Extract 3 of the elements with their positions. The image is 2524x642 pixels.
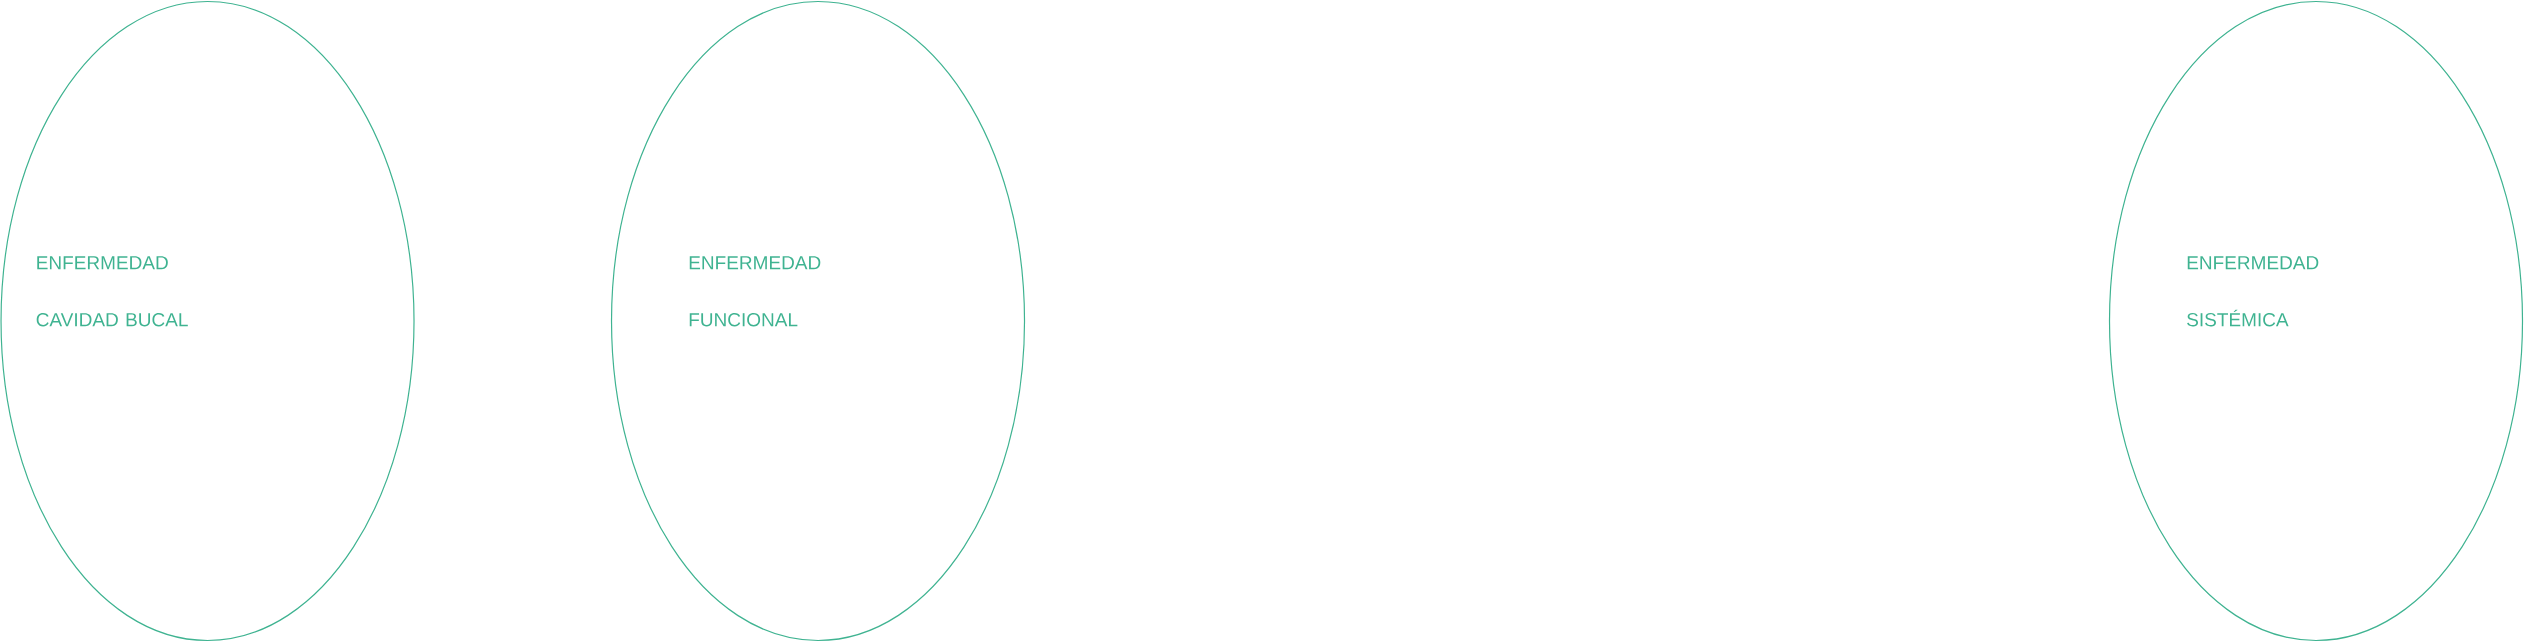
circle-node: ENFERMEDAD CAVIDAD BUCAL	[0, 0, 415, 642]
circle-node: ENFERMEDAD SISTÉMICA	[2108, 0, 2524, 642]
circle-node: ENFERMEDAD FUNCIONAL	[610, 0, 1026, 642]
